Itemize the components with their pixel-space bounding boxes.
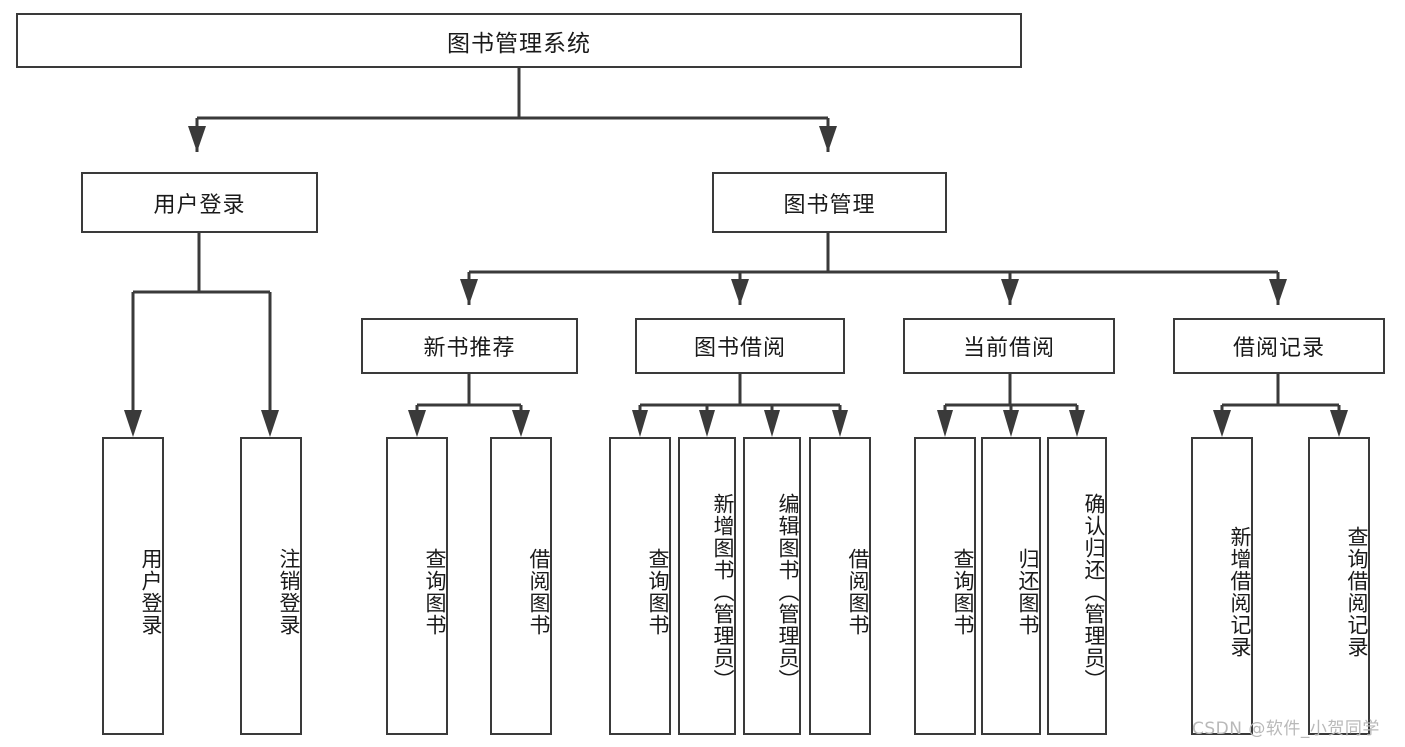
node-book-borrow[interactable]: 图书借阅 [635, 318, 845, 374]
leaf-record-add-borrow-record[interactable]: 新增借阅记录 [1191, 437, 1253, 735]
arrow-n3 [1001, 279, 1019, 305]
leaf-borrow-borrow-book[interactable]: 借阅图书 [809, 437, 871, 735]
arrow-borrow-l1 [632, 410, 648, 437]
arrow-n2 [731, 279, 749, 305]
node-label: 用户登录 [153, 192, 246, 218]
node-label: 新书推荐 [423, 336, 516, 361]
arrow-current-l1 [937, 410, 953, 437]
node-label: 查询图书 [951, 548, 975, 636]
leaf-borrow-add-book-admin[interactable]: 新增图书（管理员） [678, 437, 736, 735]
node-label: 查询图书 [646, 548, 670, 636]
arrow-login-l1 [124, 410, 142, 437]
node-label: 查询借阅记录 [1345, 526, 1369, 658]
node-label: 编辑图书（管理员） [776, 493, 800, 691]
arrow-current-l2 [1003, 410, 1019, 437]
leaf-recommend-borrow-book[interactable]: 借阅图书 [490, 437, 552, 735]
arrow-borrow-l3 [764, 410, 780, 437]
node-label: 确认归还（管理员） [1082, 493, 1106, 691]
arrow-to-bookmgmt [819, 126, 837, 152]
node-label: 新增借阅记录 [1228, 526, 1252, 658]
leaf-current-return-book[interactable]: 归还图书 [981, 437, 1041, 735]
arrow-n4 [1269, 279, 1287, 305]
node-label: 图书借阅 [693, 336, 786, 361]
node-borrow-record[interactable]: 借阅记录 [1173, 318, 1385, 374]
node-label: 借阅图书 [527, 548, 551, 636]
node-book-management[interactable]: 图书管理 [712, 172, 947, 233]
arrow-login-l2 [261, 410, 279, 437]
leaf-borrow-query-book[interactable]: 查询图书 [609, 437, 671, 735]
node-label: 借阅图书 [846, 548, 870, 636]
leaf-current-confirm-return-admin[interactable]: 确认归还（管理员） [1047, 437, 1107, 735]
leaf-recommend-query-book[interactable]: 查询图书 [386, 437, 448, 735]
arrow-n1 [460, 279, 478, 305]
leaf-current-query-book[interactable]: 查询图书 [914, 437, 976, 735]
node-label: 图书管理 [783, 192, 876, 218]
node-label: 图书管理系统 [447, 30, 591, 57]
arrow-borrow-l4 [832, 410, 848, 437]
arrow-record-l1 [1213, 410, 1231, 437]
arrow-current-l3 [1069, 410, 1085, 437]
node-root-book-management-system[interactable]: 图书管理系统 [16, 13, 1022, 68]
arrow-recommend-l1 [408, 410, 426, 437]
node-label: 用户登录 [139, 548, 163, 636]
arrow-record-l2 [1330, 410, 1348, 437]
leaf-record-query-borrow-record[interactable]: 查询借阅记录 [1308, 437, 1370, 735]
node-label: 借阅记录 [1232, 336, 1325, 361]
arrow-recommend-l2 [512, 410, 530, 437]
node-label: 新增图书（管理员） [711, 493, 735, 691]
arrow-borrow-l2 [699, 410, 715, 437]
node-current-borrow[interactable]: 当前借阅 [903, 318, 1115, 374]
leaf-user-login[interactable]: 用户登录 [102, 437, 164, 735]
csdn-watermark: CSDN @软件_小贺同学 [1192, 719, 1380, 739]
node-label: 归还图书 [1016, 548, 1040, 636]
arrow-to-login [188, 126, 206, 152]
leaf-logout-login[interactable]: 注销登录 [240, 437, 302, 735]
node-label: 当前借阅 [962, 336, 1055, 361]
leaf-borrow-edit-book-admin[interactable]: 编辑图书（管理员） [743, 437, 801, 735]
node-label: 注销登录 [277, 548, 301, 636]
node-new-book-recommend[interactable]: 新书推荐 [361, 318, 578, 374]
node-user-login[interactable]: 用户登录 [81, 172, 318, 233]
node-label: 查询图书 [423, 548, 447, 636]
